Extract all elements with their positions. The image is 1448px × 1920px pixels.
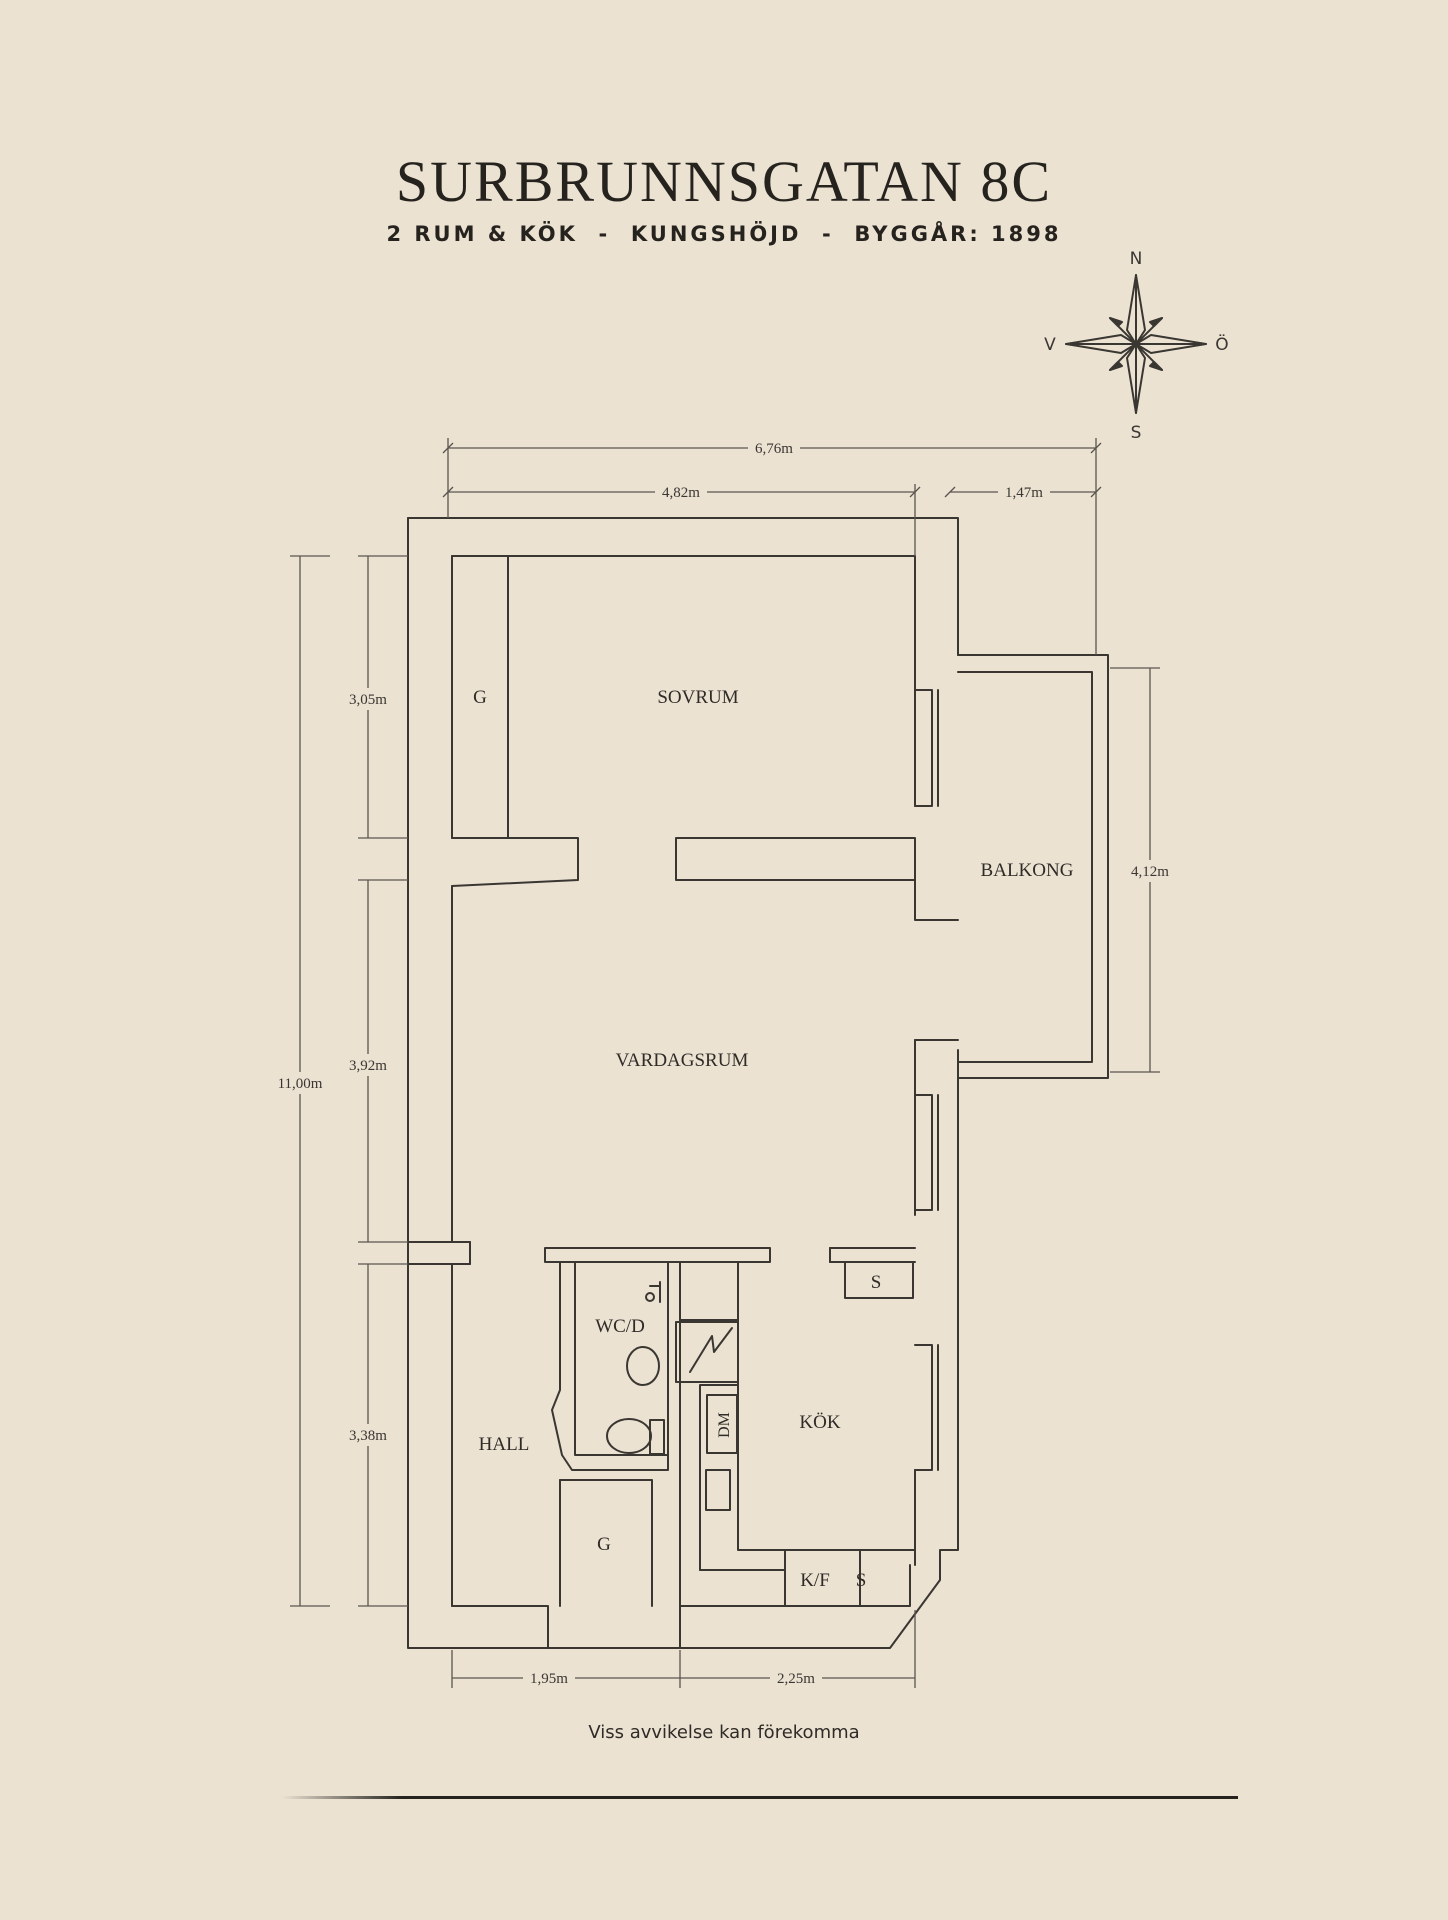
room-garderob-top: G [473, 687, 487, 708]
compass-south: S [1131, 423, 1142, 443]
dim-vardagsrum-height: 3,92m [349, 1058, 387, 1074]
compass-rose-icon [1065, 274, 1207, 414]
room-sovrum: SOVRUM [657, 687, 738, 708]
room-wc: WC/D [595, 1316, 645, 1337]
dim-hall-height: 3,38m [349, 1428, 387, 1444]
fixture-kf: K/F [800, 1570, 830, 1591]
dim-total-width: 6,76m [755, 441, 793, 457]
dim-total-height: 11,00m [278, 1076, 323, 1092]
room-balkong: BALKONG [981, 860, 1074, 881]
room-garderob-hall: G [597, 1534, 611, 1555]
dim-main-width: 4,82m [662, 485, 700, 501]
footer-rule-fade [282, 1795, 402, 1800]
fixture-dm: DM [716, 1412, 733, 1438]
room-kok: KÖK [799, 1412, 840, 1433]
compass-north: N [1130, 249, 1143, 269]
plan-title: SURBRUNNSGATAN 8C [395, 149, 1053, 214]
dim-hall-width: 1,95m [530, 1671, 568, 1687]
room-vardagsrum: VARDAGSRUM [616, 1050, 749, 1071]
plan-subtitle: 2 RUM & KÖK - KUNGSHÖJD - BYGGÅR: 1898 [386, 222, 1062, 246]
disclaimer: Viss avvikelse kan förekomma [588, 1722, 860, 1743]
compass-west: V [1044, 335, 1056, 355]
fixture-s-lower: S [856, 1570, 867, 1591]
room-hall: HALL [479, 1434, 530, 1455]
fixture-s-upper: S [871, 1272, 882, 1293]
dim-balcony-height: 4,12m [1131, 864, 1169, 880]
dim-kok-width: 2,25m [777, 1671, 815, 1687]
dim-sovrum-height: 3,05m [349, 692, 387, 708]
compass-east: Ö [1215, 333, 1228, 355]
footer-rule [282, 1796, 1238, 1799]
dim-balcony-width: 1,47m [1005, 485, 1043, 501]
